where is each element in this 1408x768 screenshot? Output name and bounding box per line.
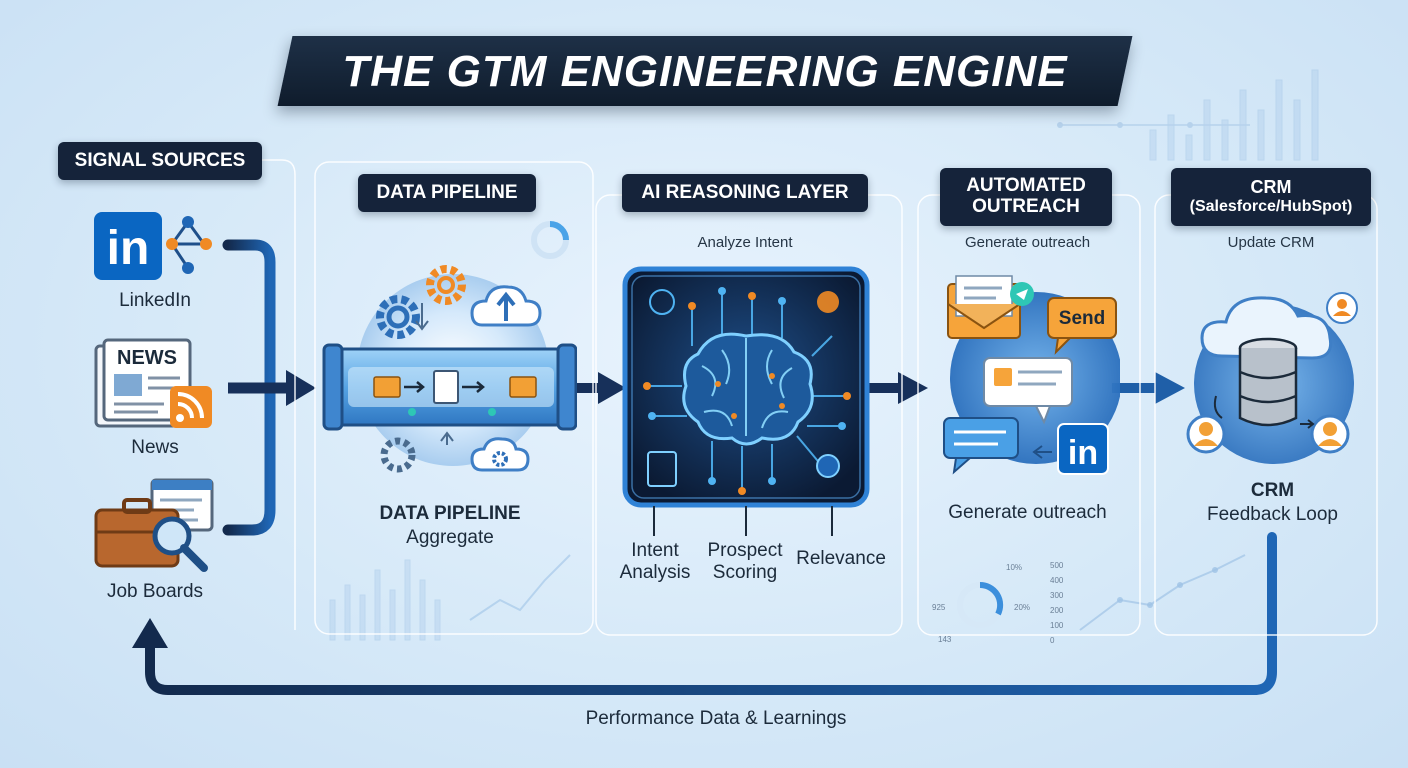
gear-icon <box>376 295 420 339</box>
decor-pct-top: 10% <box>1006 563 1022 572</box>
envelope-icon <box>947 275 1034 339</box>
svg-text:200: 200 <box>1050 606 1064 615</box>
svg-text:300: 300 <box>1050 591 1064 600</box>
newspaper-icon: NEWS <box>94 338 212 428</box>
ai-reasoning-label-text: AI REASONING LAYER <box>641 181 849 203</box>
svg-text:400: 400 <box>1050 576 1064 585</box>
send-bubble: Send <box>1047 297 1117 355</box>
data-pipeline-caption-title: DATA PIPELINE <box>379 503 521 524</box>
outreach-illustration: Send in <box>943 275 1120 475</box>
signal-sources-label-text: SIGNAL SOURCES <box>74 149 246 171</box>
ai-reasoning-subtitle: Analyze Intent <box>697 234 793 251</box>
crm-label: CRM (Salesforce/HubSpot) <box>1171 168 1371 226</box>
source-news-label: News <box>131 437 179 458</box>
cloud-icon <box>470 285 542 327</box>
ai-reasoning-label: AI REASONING LAYER <box>622 174 868 212</box>
svg-text:100: 100 <box>1050 621 1064 630</box>
database-icon <box>1186 292 1358 464</box>
ai-output-prospect-line1: Prospect <box>707 540 783 561</box>
data-pipeline-illustration <box>322 265 577 473</box>
ai-output-relevance-line1: Relevance <box>796 548 886 569</box>
svg-text:0: 0 <box>1050 636 1055 645</box>
news-badge-text: NEWS <box>117 347 177 369</box>
outreach-caption: Generate outreach <box>948 502 1107 523</box>
crm-caption-title: CRM <box>1250 480 1295 501</box>
signal-sources-label: SIGNAL SOURCES <box>58 142 262 180</box>
crm-label-line2: (Salesforce/HubSpot) <box>1189 198 1353 216</box>
user-icon <box>1326 292 1358 324</box>
automated-outreach-label-line1: AUTOMATED <box>966 175 1086 197</box>
automated-outreach-subtitle: Generate outreach <box>964 234 1091 251</box>
data-pipeline-caption-sub: Aggregate <box>406 527 494 548</box>
briefcase-icon <box>94 478 214 572</box>
ai-output-prospect-line2: Scoring <box>712 562 778 583</box>
ai-output-intent-line1: Intent <box>631 540 679 561</box>
source-linkedin-label: LinkedIn <box>119 290 191 311</box>
linkedin-icon: in <box>94 212 212 280</box>
decor-pct-left: 925 <box>932 603 946 612</box>
send-bubble-text: Send <box>1059 308 1105 329</box>
crm-caption-sub: Feedback Loop <box>1207 504 1338 525</box>
crm-subtitle: Update CRM <box>1227 234 1315 251</box>
outreach-linkedin-badge: in <box>1068 434 1098 472</box>
brain-icon <box>622 266 870 508</box>
page-title: THE GTM ENGINEERING ENGINE <box>342 47 1068 96</box>
source-job-boards-label: Job Boards <box>106 581 204 602</box>
ai-output-relevance: Relevance <box>788 548 894 570</box>
crm-label-line1: CRM <box>1250 177 1292 198</box>
data-pipeline-label-text: DATA PIPELINE <box>376 181 518 203</box>
automated-outreach-label-line2: OUTREACH <box>972 196 1080 217</box>
feedback-loop-label: Performance Data & Learnings <box>585 708 847 729</box>
decor-axis-ticks: 500 400 300 200 100 0 <box>1050 561 1064 645</box>
decor-number-labels: 10% 20% 925 143 500 400 300 200 100 0 <box>932 561 1064 645</box>
ai-output-prospect-scoring: Prospect Scoring <box>695 540 795 584</box>
rss-icon <box>170 386 212 428</box>
automated-outreach-label: AUTOMATED OUTREACH <box>940 168 1112 226</box>
ai-output-intent-analysis: Intent Analysis <box>605 540 705 584</box>
svg-text:500: 500 <box>1050 561 1064 570</box>
data-pipeline-label: DATA PIPELINE <box>358 174 536 212</box>
ai-output-connectors <box>653 506 833 536</box>
linkedin-badge-text: in <box>107 222 150 275</box>
ai-output-intent-line2: Analysis <box>619 562 691 583</box>
decor-pct-right: 20% <box>1014 603 1030 612</box>
decor-pct-bottom: 143 <box>938 635 952 644</box>
